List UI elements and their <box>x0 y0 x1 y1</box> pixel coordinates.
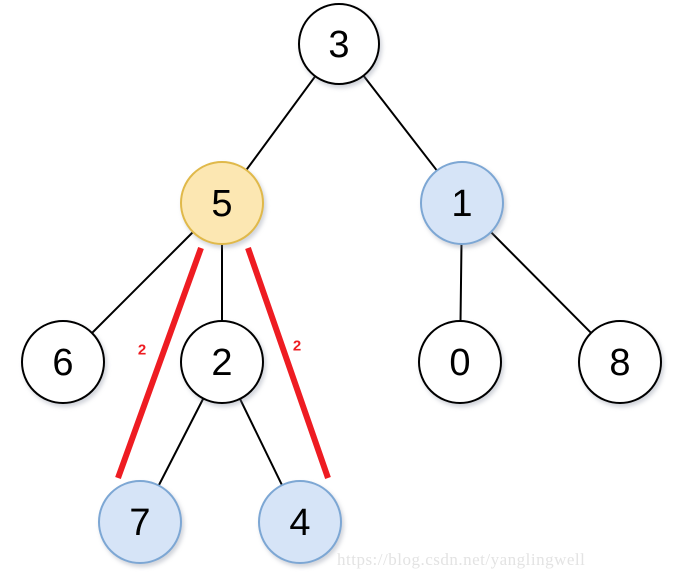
node-circle[interactable] <box>298 3 380 85</box>
tree-node-5[interactable]: 5 <box>180 161 264 245</box>
watermark: https://blog.csdn.net/yanglingwell <box>337 550 586 569</box>
cut-edge-line <box>245 247 331 479</box>
tree-edge <box>489 231 593 334</box>
node-circle[interactable] <box>578 320 662 404</box>
node-circle[interactable] <box>418 320 502 404</box>
node-circle[interactable] <box>180 320 264 404</box>
tree-node-1[interactable]: 1 <box>420 161 504 245</box>
node-circle[interactable] <box>258 480 342 564</box>
node-circle[interactable] <box>420 161 504 245</box>
edges-group <box>90 74 593 487</box>
node-circle[interactable] <box>21 320 105 404</box>
tree-node-6[interactable]: 6 <box>21 320 105 404</box>
tree-node-2[interactable]: 2 <box>180 320 264 404</box>
tree-edge <box>157 397 205 487</box>
tree-edge <box>459 242 463 323</box>
cut-weight-label: 2 <box>138 342 146 359</box>
node-circle[interactable] <box>180 161 264 245</box>
tree-node-4[interactable]: 4 <box>258 480 342 564</box>
tree-node-3[interactable]: 3 <box>298 3 380 85</box>
tree-edge <box>362 74 438 172</box>
tree-edge <box>90 230 195 335</box>
cut-weight-label: 2 <box>293 338 301 355</box>
cut-edge-line <box>115 246 204 480</box>
tree-node-8[interactable]: 8 <box>578 320 662 404</box>
tree-edge <box>245 75 317 171</box>
tree-node-7[interactable]: 7 <box>98 480 182 564</box>
tree-edge <box>238 397 284 487</box>
node-circle[interactable] <box>98 480 182 564</box>
tree-node-0[interactable]: 0 <box>418 320 502 404</box>
